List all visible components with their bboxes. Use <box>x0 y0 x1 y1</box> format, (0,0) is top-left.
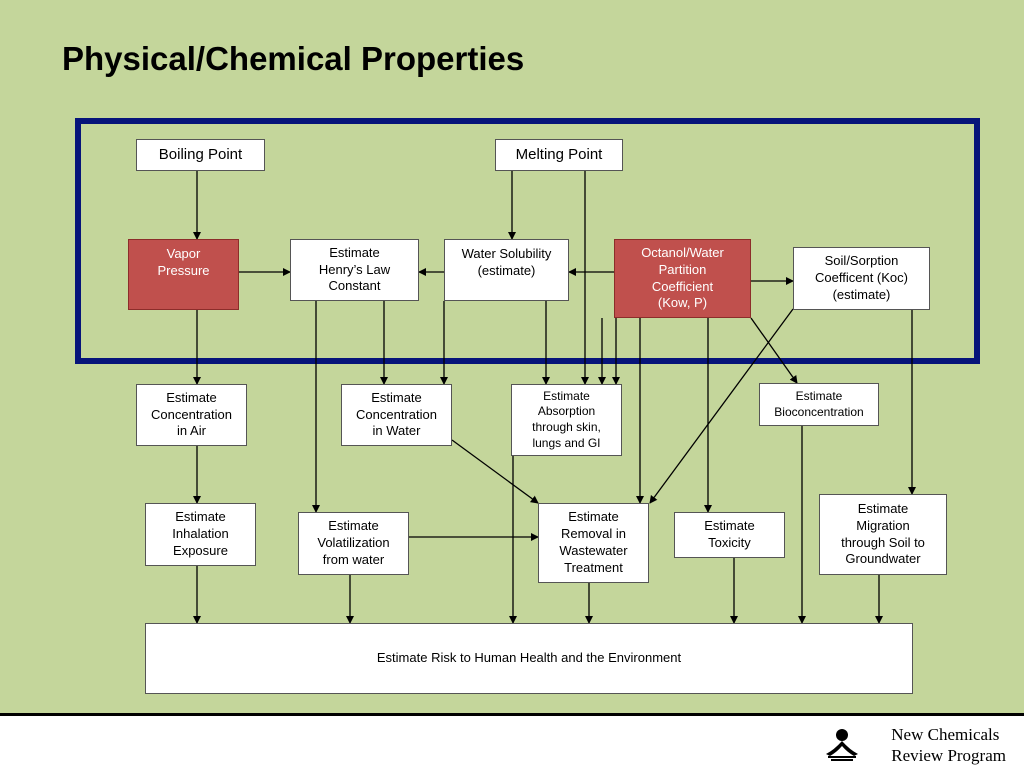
octanol-water-box: Octanol/Water Partition Coefficient (Kow… <box>614 239 751 318</box>
migration-box: Estimate Migration through Soil to Groun… <box>819 494 947 575</box>
water-solubility-box: Water Solubility (estimate) <box>444 239 569 301</box>
volatilization-box: Estimate Volatilization from water <box>298 512 409 575</box>
arrow-octanol-to-bioconcentration <box>750 317 798 384</box>
melting-point-box: Melting Point <box>495 139 623 171</box>
absorption-box: Estimate Absorption through skin, lungs … <box>511 384 622 456</box>
arrow-water-conc-to-wastewater <box>451 439 539 504</box>
bioconcentration-box: Estimate Bioconcentration <box>759 383 879 426</box>
page-title: Physical/Chemical Properties <box>62 40 525 77</box>
wastewater-treatment-box: Estimate Removal in Wastewater Treatment <box>538 503 649 583</box>
toxicity-box: Estimate Toxicity <box>674 512 785 558</box>
flow-arrows <box>193 171 916 624</box>
footer-bar: New Chemicals Review Program <box>0 713 1024 768</box>
inhalation-exposure-box: Estimate Inhalation Exposure <box>145 503 256 566</box>
concentration-air-box: Estimate Concentration in Air <box>136 384 247 446</box>
epa-seal-icon <box>826 729 858 761</box>
arrow-soil-to-wastewater <box>649 308 794 504</box>
risk-box: Estimate Risk to Human Health and the En… <box>145 623 913 694</box>
vapor-pressure-box: Vapor Pressure <box>128 239 239 310</box>
footer-program-line1: New Chemicals <box>891 725 1000 744</box>
concentration-water-box: Estimate Concentration in Water <box>341 384 452 446</box>
henrys-law-box: Estimate Henry’s Law Constant <box>290 239 419 301</box>
boiling-point-box: Boiling Point <box>136 139 265 171</box>
footer-program-line2: Review Program <box>891 746 1006 766</box>
physical-properties-frame <box>75 118 980 364</box>
soil-sorption-box: Soil/Sorption Coefficent (Koc) (estimate… <box>793 247 930 310</box>
